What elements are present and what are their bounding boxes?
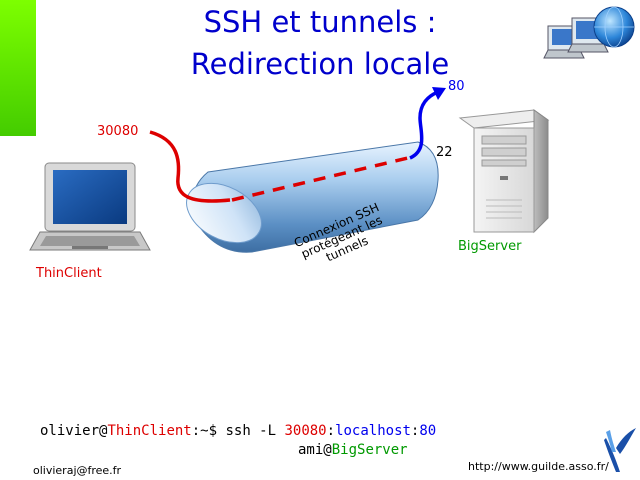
guild-bird-logo — [604, 428, 636, 472]
footer-email: olivieraj@free.fr — [33, 464, 122, 477]
cmd-remote-at: @ — [323, 442, 332, 458]
cmd-sep1: : — [326, 423, 336, 439]
footer-url: http://www.guilde.asso.fr/ — [468, 460, 609, 473]
cmd-at: @ — [99, 423, 108, 439]
laptop-icon — [29, 162, 151, 251]
cmd-target: localhost — [335, 423, 411, 439]
cmd-rport: 80 — [419, 423, 437, 439]
network-globe-icon — [543, 6, 635, 59]
cmd-lport: 30080 — [284, 423, 327, 439]
server-label: BigServer — [458, 239, 522, 254]
accent-bar — [0, 0, 36, 136]
slide-title-line1: SSH et tunnels : — [203, 5, 437, 39]
cmd-remote-user: ami — [298, 442, 324, 458]
cmd-host: ThinClient — [107, 423, 192, 439]
slide-title-line2: Redirection locale — [190, 47, 450, 81]
local-port-label: 30080 — [97, 124, 139, 139]
client-label: ThinClient — [36, 266, 102, 281]
arrow-head-icon — [432, 87, 446, 100]
remote-port-label: 80 — [448, 79, 465, 94]
ssh-port-label: 22 — [436, 145, 453, 160]
local-port-link — [149, 130, 231, 203]
cmd-sep2: : — [410, 423, 420, 439]
cmd-remote-host: BigServer — [331, 442, 408, 458]
ssh-command-line1: olivier@ThinClient:~$ ssh -L 30080:local… — [40, 423, 436, 439]
cmd-user: olivier — [40, 423, 100, 439]
ssh-command-line2: ami@BigServer — [298, 442, 408, 458]
cmd-prompt: :~$ ssh -L — [191, 423, 285, 439]
tunnel-path — [231, 155, 413, 202]
server-tower-icon — [458, 109, 550, 234]
remote-port-link — [409, 90, 439, 160]
